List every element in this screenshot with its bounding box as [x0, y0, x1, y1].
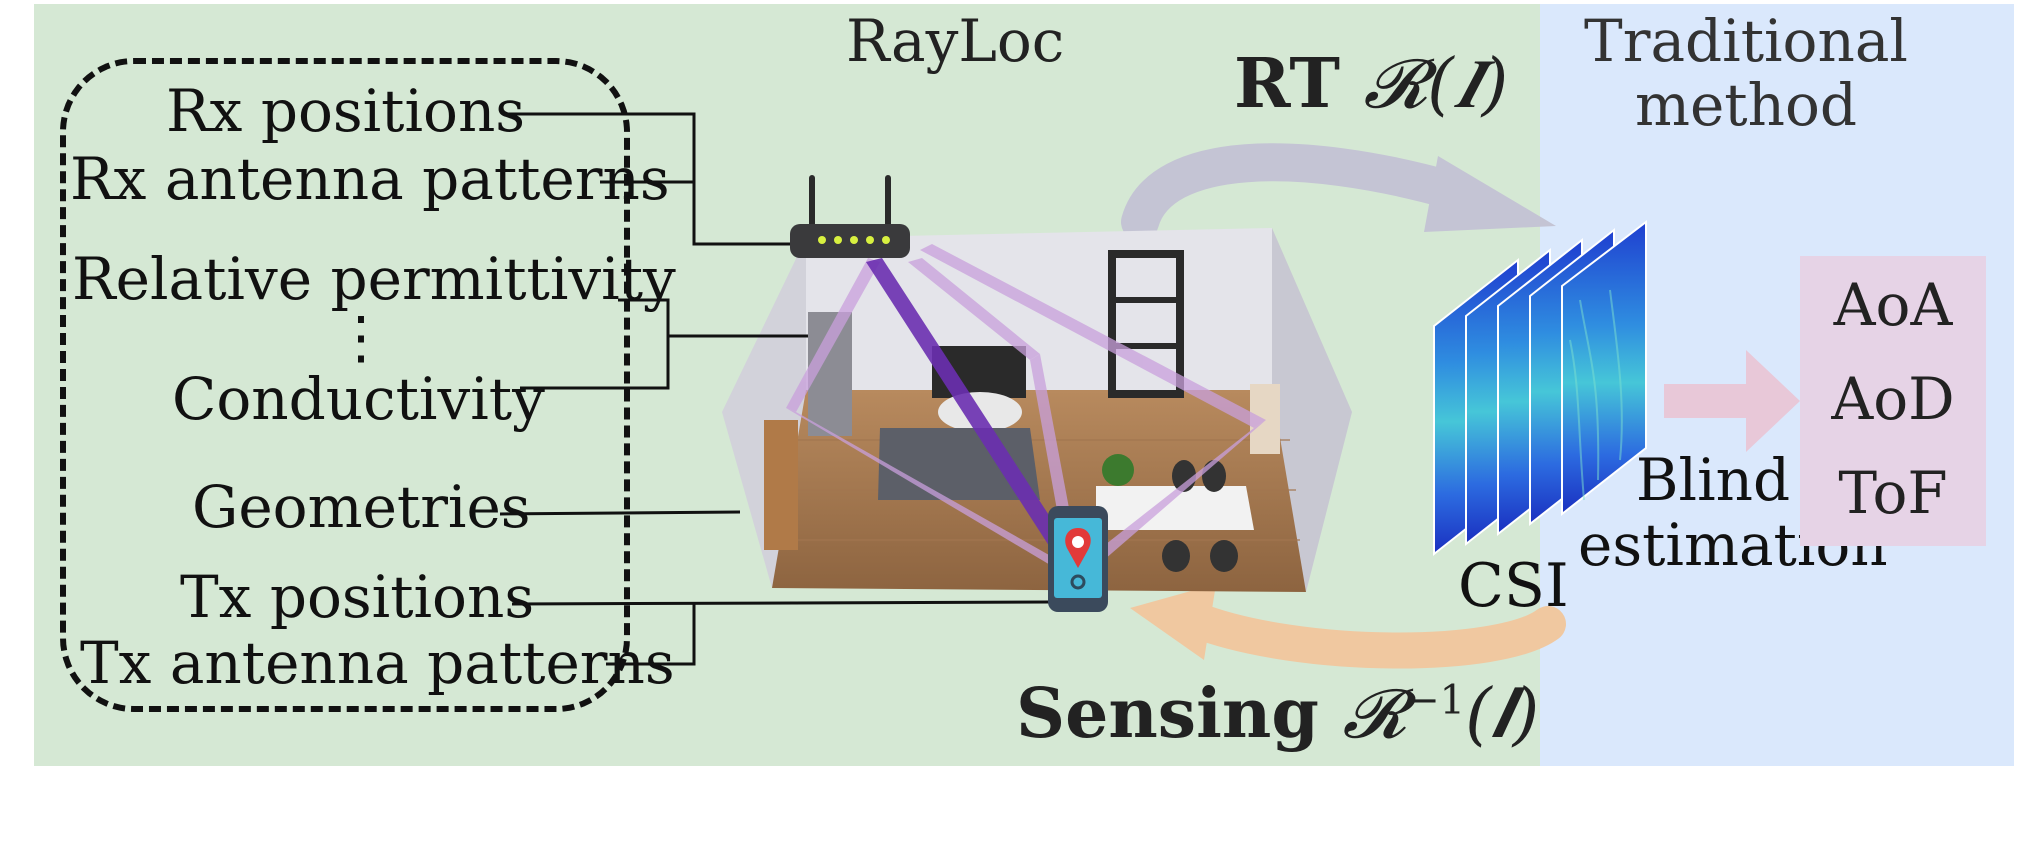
ray-paths: [786, 244, 1266, 572]
sensing-arrow: [1130, 584, 1566, 669]
sensing-operator-r: 𝓡: [1342, 675, 1407, 754]
sensing-label: Sensing 𝓡−1(𝑰): [1016, 680, 1539, 749]
rayloc-title: RayLoc: [846, 7, 1065, 75]
rx-positions-label: Rx positions: [166, 77, 526, 145]
traditional-method-title: Traditional method: [1546, 7, 1946, 139]
sensing-operator-arg: (𝑰): [1465, 675, 1540, 754]
estimation-arrow: [1664, 350, 1800, 452]
ellipsis-label: ⋮: [332, 303, 390, 371]
output-tof: ToF: [1838, 459, 1948, 527]
rt-arrow: [1121, 143, 1556, 241]
rt-label: RT 𝓡(𝑰): [1234, 50, 1508, 119]
connector-lines: [499, 112, 1051, 666]
blind-line1: Blind: [1635, 446, 1791, 514]
rt-operator: 𝓡(𝑰): [1363, 45, 1509, 124]
sensing-word: Sensing: [1016, 674, 1319, 754]
conductivity-label: Conductivity: [172, 365, 545, 433]
rt-word: RT: [1234, 44, 1340, 124]
csi-label: CSI: [1458, 551, 1569, 621]
geometries-label: Geometries: [192, 473, 531, 541]
router-icon: [790, 175, 910, 258]
tx-antenna-patterns-label: Tx antenna patterns: [80, 629, 675, 697]
direct-ray: [866, 258, 1078, 566]
output-aod: AoD: [1831, 365, 1955, 433]
room-illustration: [722, 228, 1352, 592]
csi-stack: [1433, 220, 1647, 557]
outputs-box: [1800, 256, 1986, 546]
tx-positions-label: Tx positions: [180, 563, 535, 631]
sensing-operator-sup: −1: [1406, 677, 1466, 724]
smartphone-location-icon: [1048, 506, 1108, 612]
traditional-title-line2: method: [1634, 70, 1858, 139]
input-parameters-box: [60, 58, 630, 712]
rx-antenna-patterns-label: Rx antenna patterns: [70, 145, 670, 213]
traditional-title-line1: Traditional: [1584, 7, 1908, 75]
output-aoa: AoA: [1833, 271, 1953, 339]
relative-permittivity-label: Relative permittivity: [72, 245, 676, 313]
